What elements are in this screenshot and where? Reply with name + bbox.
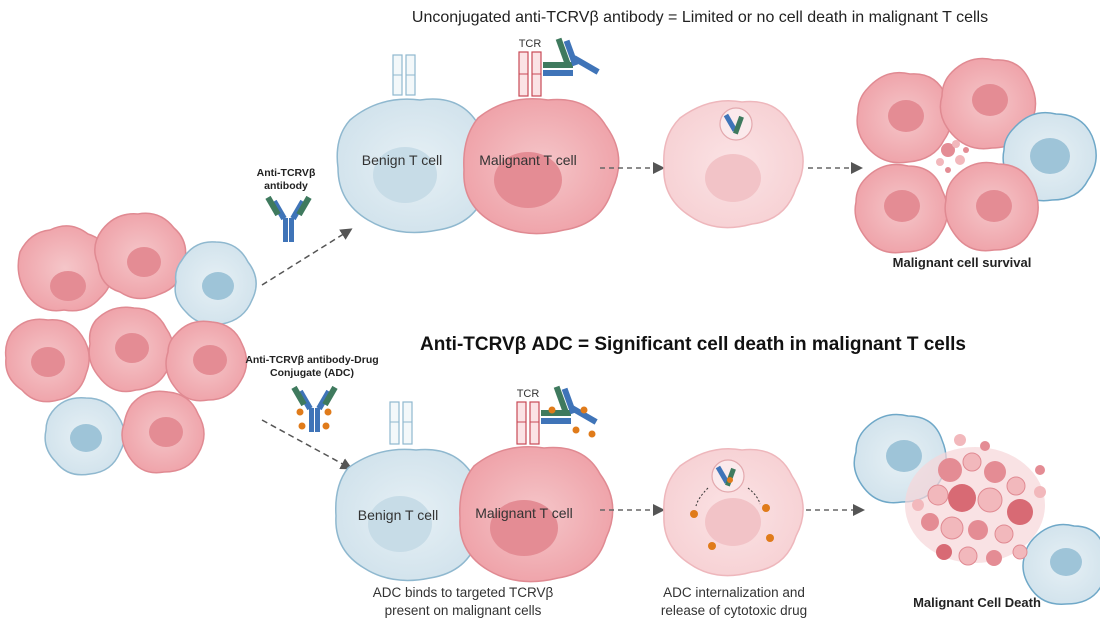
top-title: Unconjugated anti-TCRVβ antibody = Limit… (412, 9, 988, 26)
antibody-icon (265, 195, 312, 242)
benign-cell (174, 241, 257, 326)
middle-title: Anti-TCRVβ ADC = Significant cell death … (420, 334, 966, 355)
internalizing-cell-top (663, 99, 804, 229)
malignant-cell (856, 71, 953, 164)
caption-binds-line2: present on malignant cells (385, 603, 542, 618)
malignant-cell (4, 318, 90, 403)
tcr-receptor-icon (516, 401, 540, 445)
tcr-label: TCR (517, 388, 540, 400)
malignant-cell (94, 212, 187, 300)
antibody-label-line1: Anti-TCRVβ (257, 167, 316, 179)
drug-payload-icon (324, 408, 332, 416)
survival-label: Malignant cell survival (893, 255, 1032, 270)
apoptotic-debris (905, 434, 1046, 566)
bound-antibody-icon (543, 37, 600, 76)
caption-internal-line2: release of cytotoxic drug (661, 603, 807, 618)
caption-binds-line1: ADC binds to targeted TCRVβ (373, 585, 554, 600)
drug-payload-icon (298, 422, 306, 430)
cell-death-cluster: Malignant Cell Death (853, 413, 1100, 610)
malignant-t-cell-bottom: TCR Malignant T cell (459, 385, 614, 583)
malignant-cell (939, 57, 1037, 150)
released-drug-icon (690, 510, 698, 518)
benign-cell (1022, 523, 1100, 605)
malignant-t-cell-top: TCR Malignant T cell (463, 37, 620, 235)
survival-cluster: Malignant cell survival (854, 57, 1097, 270)
death-label: Malignant Cell Death (913, 595, 1041, 610)
adc-antibody-icon (291, 385, 338, 432)
adc-label-line1: Anti-TCRVβ antibody-Drug (245, 354, 378, 366)
caption-internal-line1: ADC internalization and (663, 585, 805, 600)
drug-payload-icon (322, 422, 330, 430)
malignant-cell (944, 161, 1039, 252)
released-drug-icon (766, 534, 774, 542)
receptor-icon (389, 401, 413, 445)
drug-payload-icon (580, 406, 588, 414)
bound-adc-icon (541, 385, 598, 438)
internalizing-cell-bottom (663, 447, 804, 577)
endosome-icon (711, 459, 745, 493)
benign-cell-label: Benign T cell (362, 152, 442, 168)
drug-payload-icon (548, 406, 556, 414)
tcr-receptor-icon (518, 51, 542, 97)
adc-label-line2: Conjugate (ADC) (270, 367, 354, 379)
benign-cell-label: Benign T cell (358, 507, 438, 523)
drug-payload-icon (572, 426, 580, 434)
branch-arrow-lower (261, 419, 353, 470)
malignant-cell (88, 306, 175, 393)
released-drug-icon (762, 504, 770, 512)
apoptotic-fragments (936, 140, 969, 173)
endosome-icon (719, 107, 753, 141)
tcr-label: TCR (519, 38, 542, 50)
malignant-cell-label: Malignant T cell (475, 505, 573, 521)
malignant-cell (121, 390, 205, 474)
benign-cell (44, 397, 126, 476)
drug-payload-icon (588, 430, 596, 438)
benign-t-cell-bottom: Benign T cell (335, 401, 487, 582)
drug-payload-icon (296, 408, 304, 416)
benign-t-cell-top: Benign T cell (336, 54, 495, 234)
released-drug-icon (708, 542, 716, 550)
receptor-icon (392, 54, 416, 96)
malignant-cell (165, 320, 248, 402)
branch-arrow-upper (261, 228, 353, 286)
mixed-cell-cluster (4, 212, 257, 476)
antibody-label-line2: antibody (264, 180, 308, 192)
malignant-cell-label: Malignant T cell (479, 152, 577, 168)
malignant-cell (854, 163, 949, 254)
